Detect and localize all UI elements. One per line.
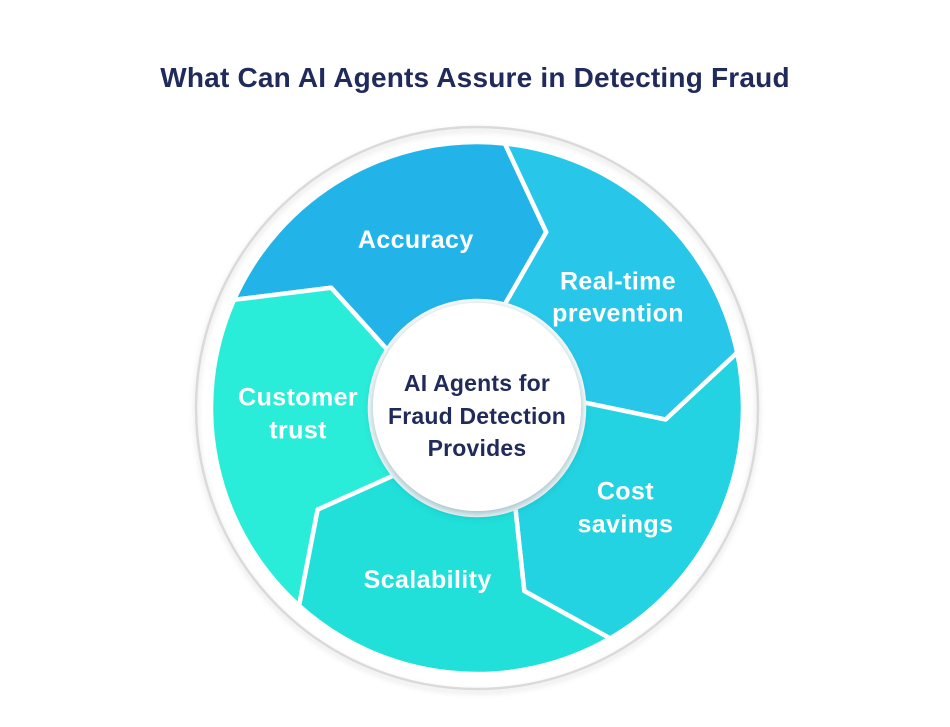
wheel-segments — [208, 139, 746, 677]
segment-cost-savings — [513, 350, 746, 641]
segment-accuracy — [231, 139, 549, 352]
segment-scalability — [296, 473, 613, 677]
center-circle — [373, 303, 581, 511]
outer-ring — [194, 125, 760, 691]
segment-real-time-prevention — [502, 141, 740, 422]
segment-customer-trust — [208, 285, 397, 608]
page-title: What Can AI Agents Assure in Detecting F… — [160, 62, 790, 93]
